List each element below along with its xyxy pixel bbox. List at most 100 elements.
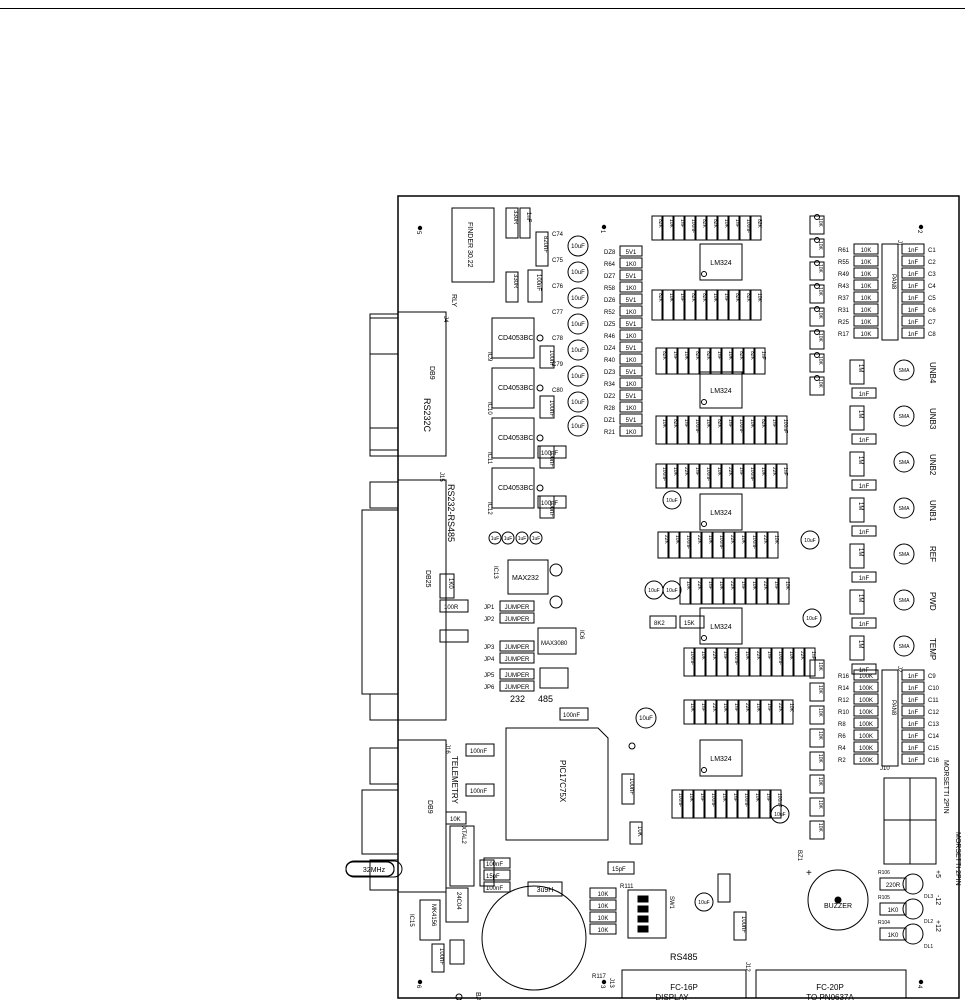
capacitor-body [465, 743, 495, 757]
pin1-marker [536, 434, 544, 442]
passive [776, 415, 788, 445]
resistor-value: 10K [817, 800, 823, 810]
passive-value: 100nF [751, 535, 757, 549]
passive-value: 82K [712, 219, 718, 229]
passive-value: 100nF [689, 651, 695, 665]
capacitor-body [537, 445, 567, 459]
passive-value: 1nF [766, 703, 772, 712]
mux-chip-ref: IC9 [486, 352, 492, 362]
status-led [902, 898, 924, 920]
pan8-resistor-ref: R31 [838, 308, 850, 314]
pan8-resistor-value: 10K [861, 272, 872, 278]
electrolytic-cap [567, 339, 589, 361]
led-ref: DL2 [924, 919, 933, 925]
cell-value: 5V1 [626, 322, 637, 328]
pin-pad [814, 260, 820, 266]
cell-value: 1K0 [626, 406, 637, 412]
cell-ref: DZ5 [604, 322, 616, 328]
jumper-label: JUMPER [505, 605, 530, 611]
pan8-resistor-value: 100K [859, 758, 873, 764]
passive [721, 347, 733, 375]
cap-value: 10uF [804, 538, 815, 544]
passive [782, 647, 794, 677]
passive-value: 100nF [677, 793, 683, 807]
mount-hole-number: 6 [415, 985, 421, 989]
zener-resistor-cell [619, 269, 643, 281]
passive [770, 789, 782, 819]
passive [666, 463, 678, 489]
resistor-body [809, 353, 825, 373]
pan8-resistor-ref: R6 [838, 734, 846, 740]
relay-body [451, 207, 495, 283]
passive [745, 577, 757, 605]
pan8-cap-ref: C15 [928, 746, 940, 752]
passive-value: 82K [657, 219, 663, 229]
lm324-chip [699, 243, 743, 281]
zener-resistor-cell [619, 425, 643, 437]
jumper-ref: JP3 [484, 645, 495, 651]
capacitor-value: 1nF [859, 484, 870, 490]
resistor-value: 1M [857, 502, 863, 510]
passive-value: 1nF [727, 419, 733, 428]
resistor-value: 1M [857, 456, 863, 464]
fc20-type: FC-20P [816, 983, 844, 992]
pin1-marker [701, 399, 707, 405]
zener-resistor-cell [619, 293, 643, 305]
mux-chip [491, 467, 535, 509]
pan8-cap-value: 1nF [908, 710, 919, 716]
passive [750, 289, 762, 321]
led-resistor-ref: R106 [878, 870, 890, 876]
capacitor-value: 100nF [541, 501, 558, 507]
led-resistor [879, 877, 907, 891]
passive [705, 699, 717, 725]
capacitor-body [851, 663, 877, 675]
resistor-value: 10K [817, 333, 823, 343]
electrolytic-cap [567, 415, 589, 437]
resistor-body [439, 599, 469, 613]
resistor-body [849, 451, 865, 477]
passive [699, 347, 711, 375]
mount-hole-number: 4 [916, 985, 922, 989]
capacitor-body [527, 269, 543, 303]
pan8-resistor-ref: R2 [838, 758, 846, 764]
pic-chip [505, 727, 609, 841]
resistor-value: 1K0 [447, 578, 453, 589]
passive-value: 100nF [738, 419, 744, 433]
resistor-value: 10K [450, 817, 461, 823]
passive-value: 1nF [740, 581, 746, 590]
resistor-value: 10K [817, 264, 823, 274]
channel-label: UNB3 [928, 408, 937, 430]
cell-value: 5V1 [626, 346, 637, 352]
passive-value: 22K [663, 535, 669, 545]
passive [651, 215, 663, 241]
resistor-value: 1M [857, 594, 863, 602]
resistor-ref: R117 [592, 974, 607, 980]
pan8-resistor-ref: R61 [838, 248, 850, 254]
pan8-ref: J2 [896, 666, 902, 673]
cell-ref: DZ8 [604, 250, 616, 256]
cell-ref: R52 [604, 310, 616, 316]
passive-value: 10K [749, 419, 755, 429]
channel-label: PWD [928, 592, 937, 611]
passive-value: 1nF [716, 351, 722, 360]
terminal-ref: J10 [880, 766, 890, 772]
pin1-marker [536, 334, 544, 342]
pan8-cap-ref: C4 [928, 284, 936, 290]
mount-hole-dot [918, 979, 924, 985]
resistor-body [629, 821, 643, 845]
cell-ref: DZ4 [604, 346, 616, 352]
resistor-body [809, 261, 825, 281]
passive [704, 789, 716, 819]
passive [694, 699, 706, 725]
mount-hole-dot [417, 979, 423, 985]
pan8-resistor-value: 100K [859, 686, 873, 692]
capacitor-body [559, 707, 589, 721]
passive-value: 22K [799, 651, 805, 661]
passive-value: 22K [762, 581, 768, 591]
tantalum-cap [549, 563, 563, 577]
zener-resistor-cell [619, 341, 643, 353]
passive [683, 647, 695, 677]
passive [683, 699, 695, 725]
cap-value: 1uF [504, 536, 513, 542]
capacitor-value: 15pF [486, 874, 500, 880]
